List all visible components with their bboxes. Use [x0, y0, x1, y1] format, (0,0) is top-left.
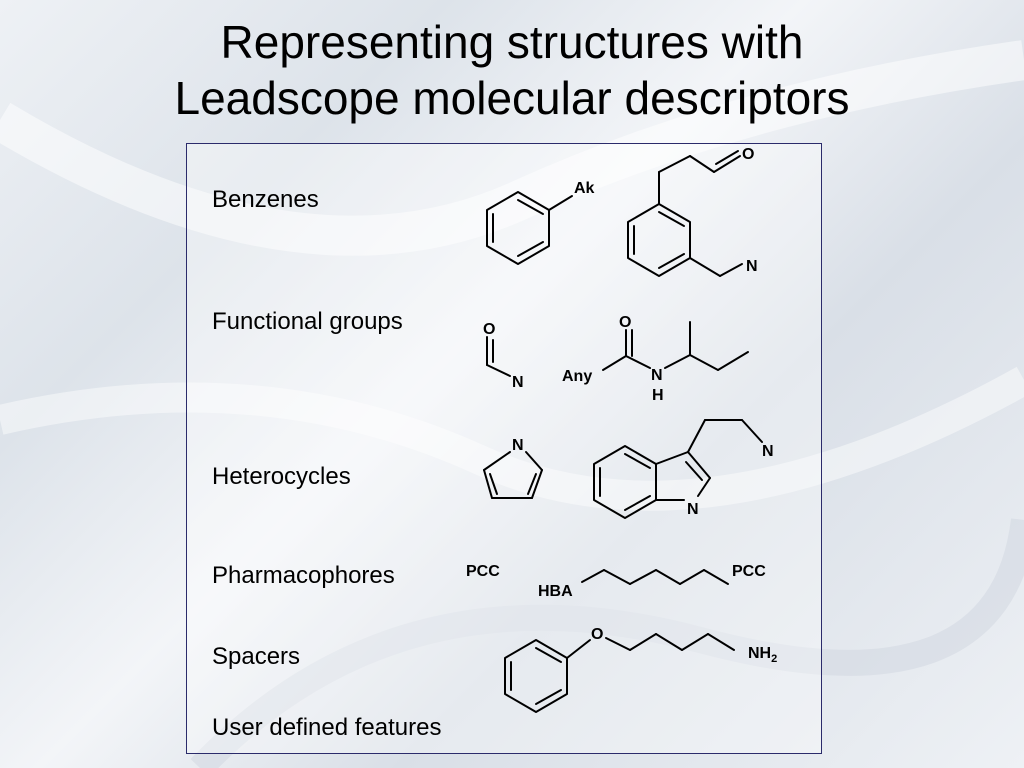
label-functional-groups: Functional groups — [212, 308, 403, 335]
pyrrole-structure — [483, 451, 543, 499]
label-spacers: Spacers — [212, 643, 301, 670]
pharmacophore-chain-structure — [581, 569, 729, 585]
atom-any: Any — [562, 368, 592, 385]
indole-structure — [593, 419, 763, 519]
atom-n-ethylamine: N — [762, 443, 774, 460]
atom-o-amide: O — [619, 314, 631, 331]
atom-n-fragment: N — [512, 374, 524, 391]
atom-pcc-left: PCC — [466, 563, 500, 580]
phenoxy-amine-structure — [504, 633, 735, 713]
atom-o-ether: O — [591, 626, 603, 643]
atom-n-indole: N — [687, 501, 699, 518]
amide-fragment-structure — [486, 336, 511, 377]
atom-h-amide: H — [652, 387, 664, 404]
atom-nh2: NH2 — [748, 645, 777, 665]
atom-o-aldehyde: O — [742, 146, 754, 163]
substituted-benzene-structure — [627, 150, 743, 277]
atom-ak: Ak — [574, 180, 595, 197]
slide-title: Representing structures with Leadscope m… — [0, 14, 1024, 126]
label-pharmacophores: Pharmacophores — [212, 562, 395, 589]
title-line-1: Representing structures with — [220, 16, 804, 68]
atom-n-pyrrole: N — [512, 437, 524, 454]
atom-n-benzyl: N — [746, 258, 758, 275]
atom-n-amide: N — [651, 367, 663, 384]
label-heterocycles: Heterocycles — [212, 463, 351, 490]
atom-pcc-right: PCC — [732, 563, 766, 580]
sec-butyl-amide-structure — [602, 321, 749, 371]
atom-hba: HBA — [538, 583, 573, 600]
title-line-2: Leadscope molecular descriptors — [174, 72, 850, 124]
descriptor-panel — [186, 143, 822, 754]
atom-o-fragment: O — [483, 321, 495, 338]
label-benzenes: Benzenes — [212, 186, 319, 213]
benzene-ak-structure — [486, 191, 573, 265]
label-user-defined-features: User defined features — [212, 714, 442, 741]
